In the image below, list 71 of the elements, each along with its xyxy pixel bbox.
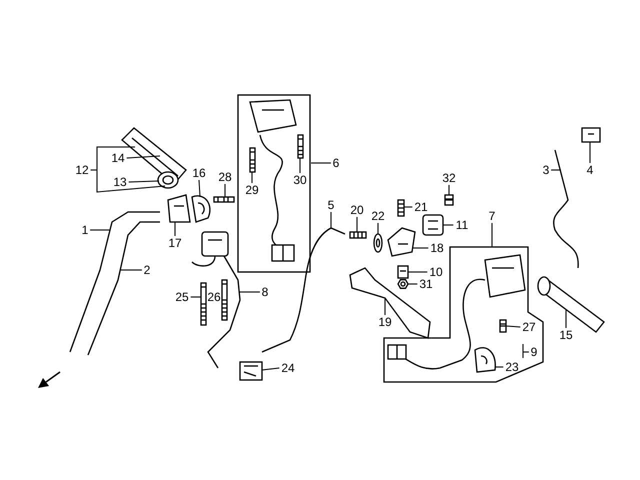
switch-assembly-drawing	[190, 231, 242, 370]
clip	[239, 361, 263, 381]
leader-line	[174, 222, 176, 236]
callout-number: 2	[142, 263, 152, 277]
cable-bracket	[581, 127, 601, 143]
callout-number: 19	[376, 315, 394, 329]
bolt	[349, 231, 367, 239]
cable	[260, 226, 347, 354]
leader-line	[494, 366, 504, 368]
callout-number: 18	[428, 241, 446, 255]
callout-number: 15	[557, 328, 575, 342]
screw	[397, 199, 405, 217]
bolt	[297, 134, 304, 159]
leader-line	[522, 344, 530, 358]
leader-line	[262, 368, 280, 370]
callout-number: 20	[348, 203, 366, 217]
brake-lever	[349, 267, 431, 339]
callout-number: 29	[243, 183, 261, 197]
lever-bracket	[387, 227, 416, 257]
callout-number: 21	[412, 200, 430, 214]
switch	[397, 265, 409, 279]
switch	[422, 214, 444, 236]
leader-line	[384, 298, 386, 316]
clamp-half	[167, 194, 191, 223]
leader-line	[404, 206, 413, 208]
callout-number: 4	[584, 163, 596, 177]
leader-line	[330, 212, 332, 228]
callout-number: 7	[486, 209, 498, 223]
washer	[373, 233, 383, 253]
cable	[69, 211, 161, 353]
callout-number: 28	[216, 170, 234, 184]
callout-number: 24	[279, 361, 297, 375]
callout-number: 23	[503, 360, 521, 374]
callout-number: 16	[190, 166, 208, 180]
callout-number: 14	[109, 151, 127, 165]
bolt	[249, 147, 256, 173]
leader-line	[310, 162, 332, 164]
callout-number: 25	[173, 290, 191, 304]
callout-number: 13	[111, 175, 129, 189]
grip-end	[157, 171, 179, 189]
callout-number: 32	[440, 171, 458, 185]
callout-number: 26	[206, 290, 222, 304]
leader-line	[224, 184, 226, 198]
callout-number: 9	[528, 345, 540, 359]
leader-line	[198, 180, 200, 198]
leader-line	[356, 216, 358, 232]
callout-number: 6	[330, 156, 342, 170]
callout-number: 22	[369, 209, 387, 223]
leader-line	[90, 170, 166, 193]
callout-number: 11	[453, 218, 471, 232]
leader-line	[442, 224, 454, 226]
screw	[499, 319, 507, 333]
leader-line	[128, 180, 160, 182]
leader-line	[190, 296, 202, 298]
callout-number: 12	[73, 163, 91, 177]
callout-number: 5	[326, 198, 336, 212]
callout-number: 30	[291, 173, 309, 187]
screw	[444, 194, 454, 206]
leader-line	[126, 156, 160, 158]
screw	[213, 196, 235, 203]
group-frame	[237, 94, 311, 273]
callout-number: 3	[540, 163, 552, 177]
callout-number: 27	[520, 320, 538, 334]
callout-number: 8	[260, 285, 270, 299]
leader-line	[506, 326, 521, 328]
leader-line	[448, 184, 450, 196]
callout-number: 10	[427, 265, 445, 279]
callout-number: 17	[166, 236, 184, 250]
nut	[397, 279, 409, 289]
callout-number: 31	[417, 277, 435, 291]
callout-number: 1	[80, 223, 90, 237]
